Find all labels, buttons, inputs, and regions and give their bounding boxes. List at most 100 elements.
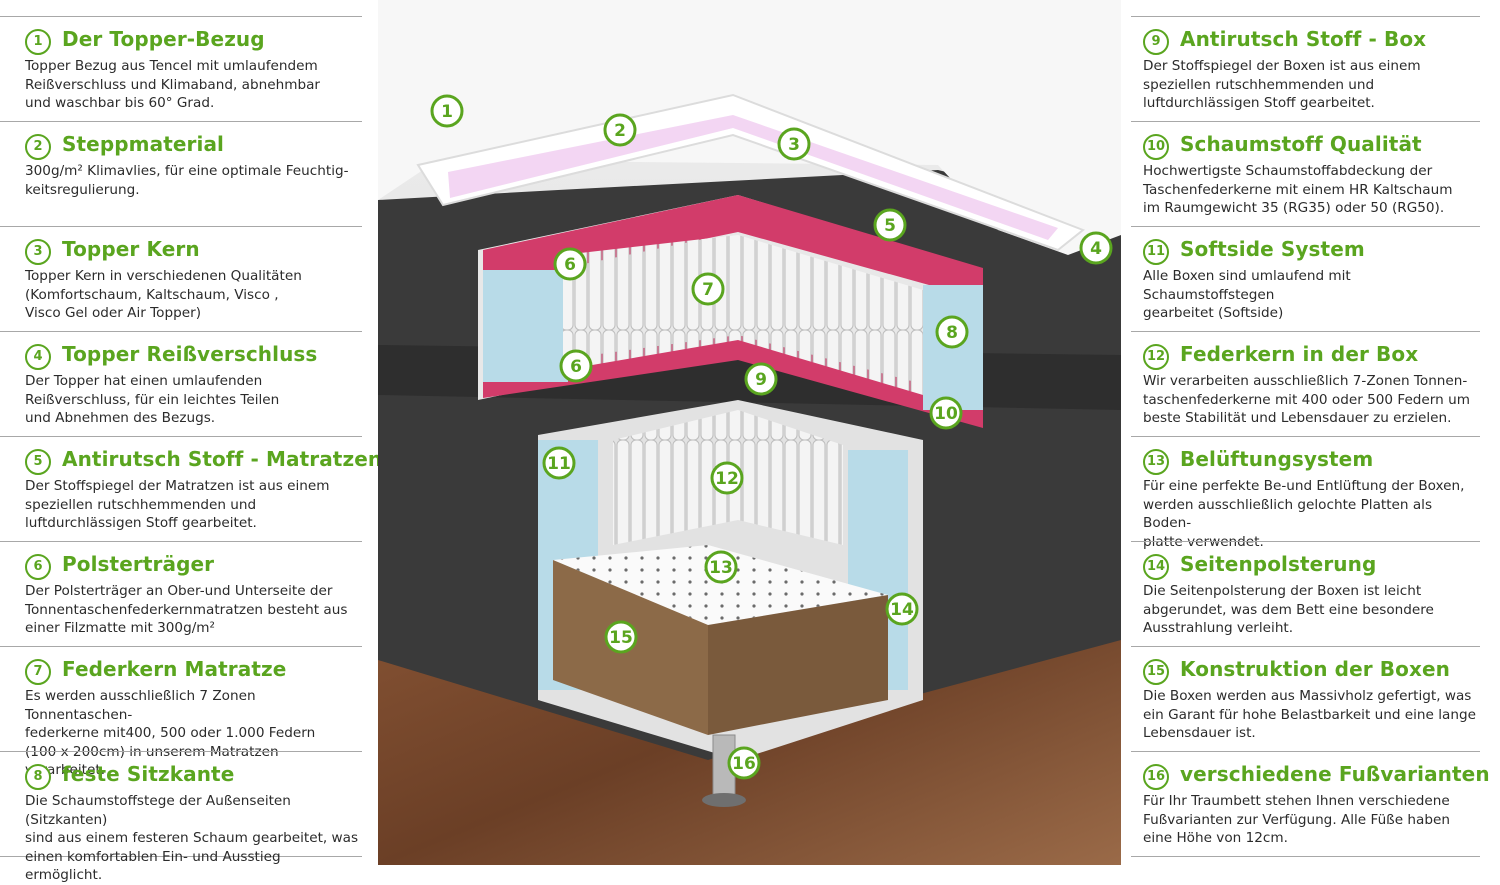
legend-title: Antirutsch Stoff - Matratzen [62, 447, 383, 471]
legend-entry: 1 Der Topper-Bezug Topper Bezug aus Tenc… [0, 16, 362, 122]
svg-text:6: 6 [570, 357, 582, 377]
legend-entry: 13 Belüftungsystem Für eine perfekte Be-… [1131, 436, 1480, 550]
marker-9: 9 [744, 362, 778, 396]
number-badge: 4 [25, 344, 51, 370]
perforated-plate-holes [553, 545, 888, 625]
legend-entry: 2 Steppmaterial 300g/m² Klimavlies, für … [0, 121, 362, 227]
legend-text: Der Topper hat einen umlaufenden Reißver… [25, 373, 280, 426]
number-badge: 15 [1143, 659, 1169, 685]
marker-3: 3 [777, 127, 811, 161]
legend-text: Der Stoffspiegel der Boxen ist aus einem… [1143, 58, 1421, 111]
marker-16: 16 [727, 746, 761, 780]
legend-title: Schaumstoff Qualität [1180, 132, 1422, 156]
legend-text: Topper Kern in verschiedenen Qualitäten … [25, 268, 302, 321]
topper-core [448, 115, 1058, 240]
svg-text:14: 14 [890, 600, 914, 620]
marker-13: 13 [704, 550, 738, 584]
legend-entry: 10 Schaumstoff Qualität Hochwertigste Sc… [1131, 121, 1480, 227]
marker-14: 14 [885, 592, 919, 626]
legend-title: Topper Reißverschluss [62, 342, 318, 366]
bed-foot-base [702, 793, 746, 807]
legend-entry: 11 Softside System Alle Boxen sind umlau… [1131, 226, 1480, 332]
marker-6-top: 6 [553, 247, 587, 281]
number-badge: 1 [25, 29, 51, 55]
number-badge: 9 [1143, 29, 1169, 55]
legend-text: Hochwertigste Schaumstoffabdeckung der T… [1143, 163, 1453, 216]
number-badge: 12 [1143, 344, 1169, 370]
marker-4: 4 [1079, 231, 1113, 265]
svg-text:11: 11 [547, 454, 571, 474]
legend-title: Polsterträger [62, 552, 215, 576]
marker-6-bottom: 6 [559, 349, 593, 383]
legend-title: Federkern Matratze [62, 657, 287, 681]
legend-text: Für eine perfekte Be-und Entlüftung der … [1143, 478, 1465, 550]
svg-text:1: 1 [441, 102, 453, 122]
wooden-frame-side [708, 595, 888, 735]
number-badge: 2 [25, 134, 51, 160]
svg-text:3: 3 [788, 135, 800, 155]
legend-text: Der Polsterträger an Ober-und Unterseite… [25, 583, 348, 636]
marker-12: 12 [710, 461, 744, 495]
legend-title: Belüftungsystem [1180, 447, 1374, 471]
legend-title: Steppmaterial [62, 132, 224, 156]
legend-title: Softside System [1180, 237, 1365, 261]
number-badge: 8 [25, 764, 51, 790]
svg-text:4: 4 [1090, 239, 1102, 259]
legend-title: verschiedene Fußvarianten [1180, 762, 1490, 786]
topper-padding [416, 93, 1085, 252]
legend-text: Der Stoffspiegel der Matratzen ist aus e… [25, 478, 330, 531]
legend-entry: 5 Antirutsch Stoff - Matratzen Der Stoff… [0, 436, 382, 542]
legend-entry: 9 Antirutsch Stoff - Box Der Stoffspiege… [1131, 16, 1480, 122]
marker-2: 2 [603, 113, 637, 147]
svg-text:12: 12 [715, 469, 739, 489]
marker-7: 7 [691, 272, 725, 306]
svg-text:16: 16 [732, 754, 756, 774]
marker-10: 10 [929, 396, 963, 430]
legend-text: Es werden ausschließlich 7 Zonen Tonnent… [25, 688, 316, 778]
legend-entry: 14 Seitenpolsterung Die Seitenpolsterung… [1131, 541, 1480, 647]
legend-title: Antirutsch Stoff - Box [1180, 27, 1427, 51]
legend-entry: 12 Federkern in der Box Wir verarbeiten … [1131, 331, 1480, 437]
marker-11: 11 [542, 446, 576, 480]
svg-text:5: 5 [884, 216, 896, 236]
legend-text: Die Seitenpolsterung der Boxen ist leich… [1143, 583, 1434, 636]
boxspring-cutaway-illustration: 1 2 3 4 5 6 6 7 8 9 10 11 12 13 14 15 16 [378, 0, 1121, 865]
legend-text: Die Boxen werden aus Massivholz gefertig… [1143, 688, 1476, 741]
svg-text:9: 9 [755, 370, 767, 390]
number-badge: 5 [25, 449, 51, 475]
svg-text:6: 6 [564, 255, 576, 275]
number-badge: 11 [1143, 239, 1169, 265]
legend-text: 300g/m² Klimavlies, für eine optimale Fe… [25, 163, 349, 198]
legend-title: Federkern in der Box [1180, 342, 1419, 366]
legend-title: Der Topper-Bezug [62, 27, 265, 51]
marker-15: 15 [604, 620, 638, 654]
legend-entry: 16 verschiedene Fußvarianten Für Ihr Tra… [1131, 751, 1490, 857]
legend-text: Wir verarbeiten ausschließlich 7-Zonen T… [1143, 373, 1470, 426]
legend-entry: 3 Topper Kern Topper Kern in verschieden… [0, 226, 362, 332]
svg-text:8: 8 [946, 323, 958, 343]
svg-text:13: 13 [709, 558, 733, 578]
legend-text: Alle Boxen sind umlaufend mit Schaumstof… [1143, 268, 1351, 321]
right-legend-column: 9 Antirutsch Stoff - Box Der Stoffspiege… [1131, 0, 1490, 865]
legend-entry: 8 feste Sitzkante Die Schaumstoffstege d… [0, 751, 362, 883]
marker-1: 1 [430, 94, 464, 128]
svg-text:7: 7 [702, 280, 714, 300]
number-badge: 7 [25, 659, 51, 685]
mattress-edge-foam [483, 270, 568, 382]
number-badge: 10 [1143, 134, 1169, 160]
legend-title: feste Sitzkante [62, 762, 235, 786]
legend-title: Seitenpolsterung [1180, 552, 1377, 576]
legend-text: Die Schaumstoffstege der Außenseiten (Si… [25, 793, 359, 883]
mattress-pocket-springs [563, 235, 923, 395]
number-badge: 6 [25, 554, 51, 580]
svg-text:15: 15 [609, 628, 633, 648]
marker-8: 8 [935, 315, 969, 349]
svg-text:2: 2 [614, 121, 626, 141]
legend-text: Für Ihr Traumbett stehen Ihnen verschied… [1143, 793, 1450, 846]
marker-5: 5 [873, 208, 907, 242]
legend-title: Topper Kern [62, 237, 200, 261]
number-badge: 3 [25, 239, 51, 265]
legend-title: Konstruktion der Boxen [1180, 657, 1450, 681]
mattress-foam-top [483, 195, 983, 300]
svg-text:10: 10 [934, 404, 958, 424]
